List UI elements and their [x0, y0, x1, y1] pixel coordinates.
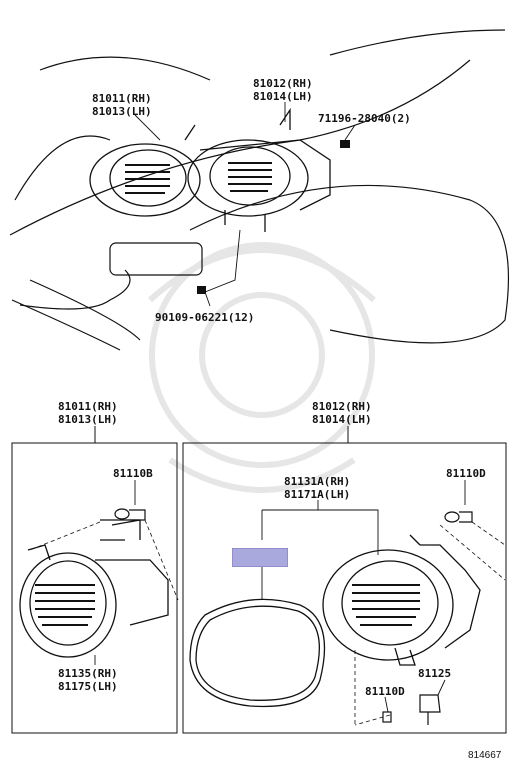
- socket-icon: [382, 694, 441, 725]
- callout-81110d-small[interactable]: 81110D: [365, 685, 405, 698]
- part-number-label: 81013(LH): [58, 413, 118, 426]
- callout-81012-81014[interactable]: 81012(RH) 81014(LH): [253, 77, 313, 103]
- part-number-label: 81131A(RH): [284, 475, 351, 488]
- car-body-outline: [9, 29, 510, 351]
- top-lamp-lens-ribs: [125, 162, 272, 194]
- part-number-label: 81012(RH): [253, 77, 313, 90]
- part-number-label: 81013(LH): [92, 105, 152, 118]
- watermark: [148, 242, 376, 493]
- callout-81011-81013[interactable]: 81011(RH) 81013(LH): [92, 92, 152, 118]
- part-number-label: 81011(RH): [58, 400, 118, 413]
- right-lamp-lens-ribs: [352, 584, 420, 626]
- part-number-label: 81135(RH): [58, 667, 118, 680]
- diagram-id: 814667: [468, 750, 502, 761]
- bulb-icon: [114, 508, 146, 521]
- bulb-icon: [444, 511, 473, 523]
- part-number-label: 81012(RH): [312, 400, 372, 413]
- callout-81135-81175[interactable]: 81135(RH) 81175(LH): [58, 667, 118, 693]
- right-lamp-drawing: [322, 534, 481, 666]
- top-headlamp-assembly: [89, 107, 331, 232]
- bottom-leader-lines: [94, 480, 466, 713]
- callout-71196-28040[interactable]: 71196-28040(2): [318, 112, 411, 125]
- group-frames: [11, 426, 507, 734]
- callout-81125[interactable]: 81125: [418, 667, 452, 680]
- part-number-label: 81014(LH): [312, 413, 372, 426]
- part-number-label: 81014(LH): [253, 90, 313, 103]
- part-number-label: 81011(RH): [92, 92, 152, 105]
- screw-icon: [197, 140, 350, 294]
- callout-81110d-bulb[interactable]: 81110D: [446, 467, 486, 480]
- top-leader-lines: [134, 102, 356, 307]
- callout-81131a-81171a[interactable]: 81131A(RH) 81171A(LH): [284, 475, 350, 501]
- part-number-label: 81171A(LH): [284, 488, 351, 501]
- callout-81110b[interactable]: 81110B: [113, 467, 153, 480]
- left-lamp-drawing: [19, 519, 169, 658]
- dashed-guides: [29, 519, 506, 726]
- gasket-ring: [189, 598, 326, 708]
- left-lamp-lens-ribs: [35, 584, 95, 626]
- gasket-highlight-box[interactable]: [232, 548, 288, 567]
- callout-group-right[interactable]: 81012(RH) 81014(LH): [312, 400, 372, 426]
- callout-90109-06221[interactable]: 90109-06221(12): [155, 311, 255, 324]
- callout-group-left[interactable]: 81011(RH) 81013(LH): [58, 400, 118, 426]
- part-number-label: 81175(LH): [58, 680, 118, 693]
